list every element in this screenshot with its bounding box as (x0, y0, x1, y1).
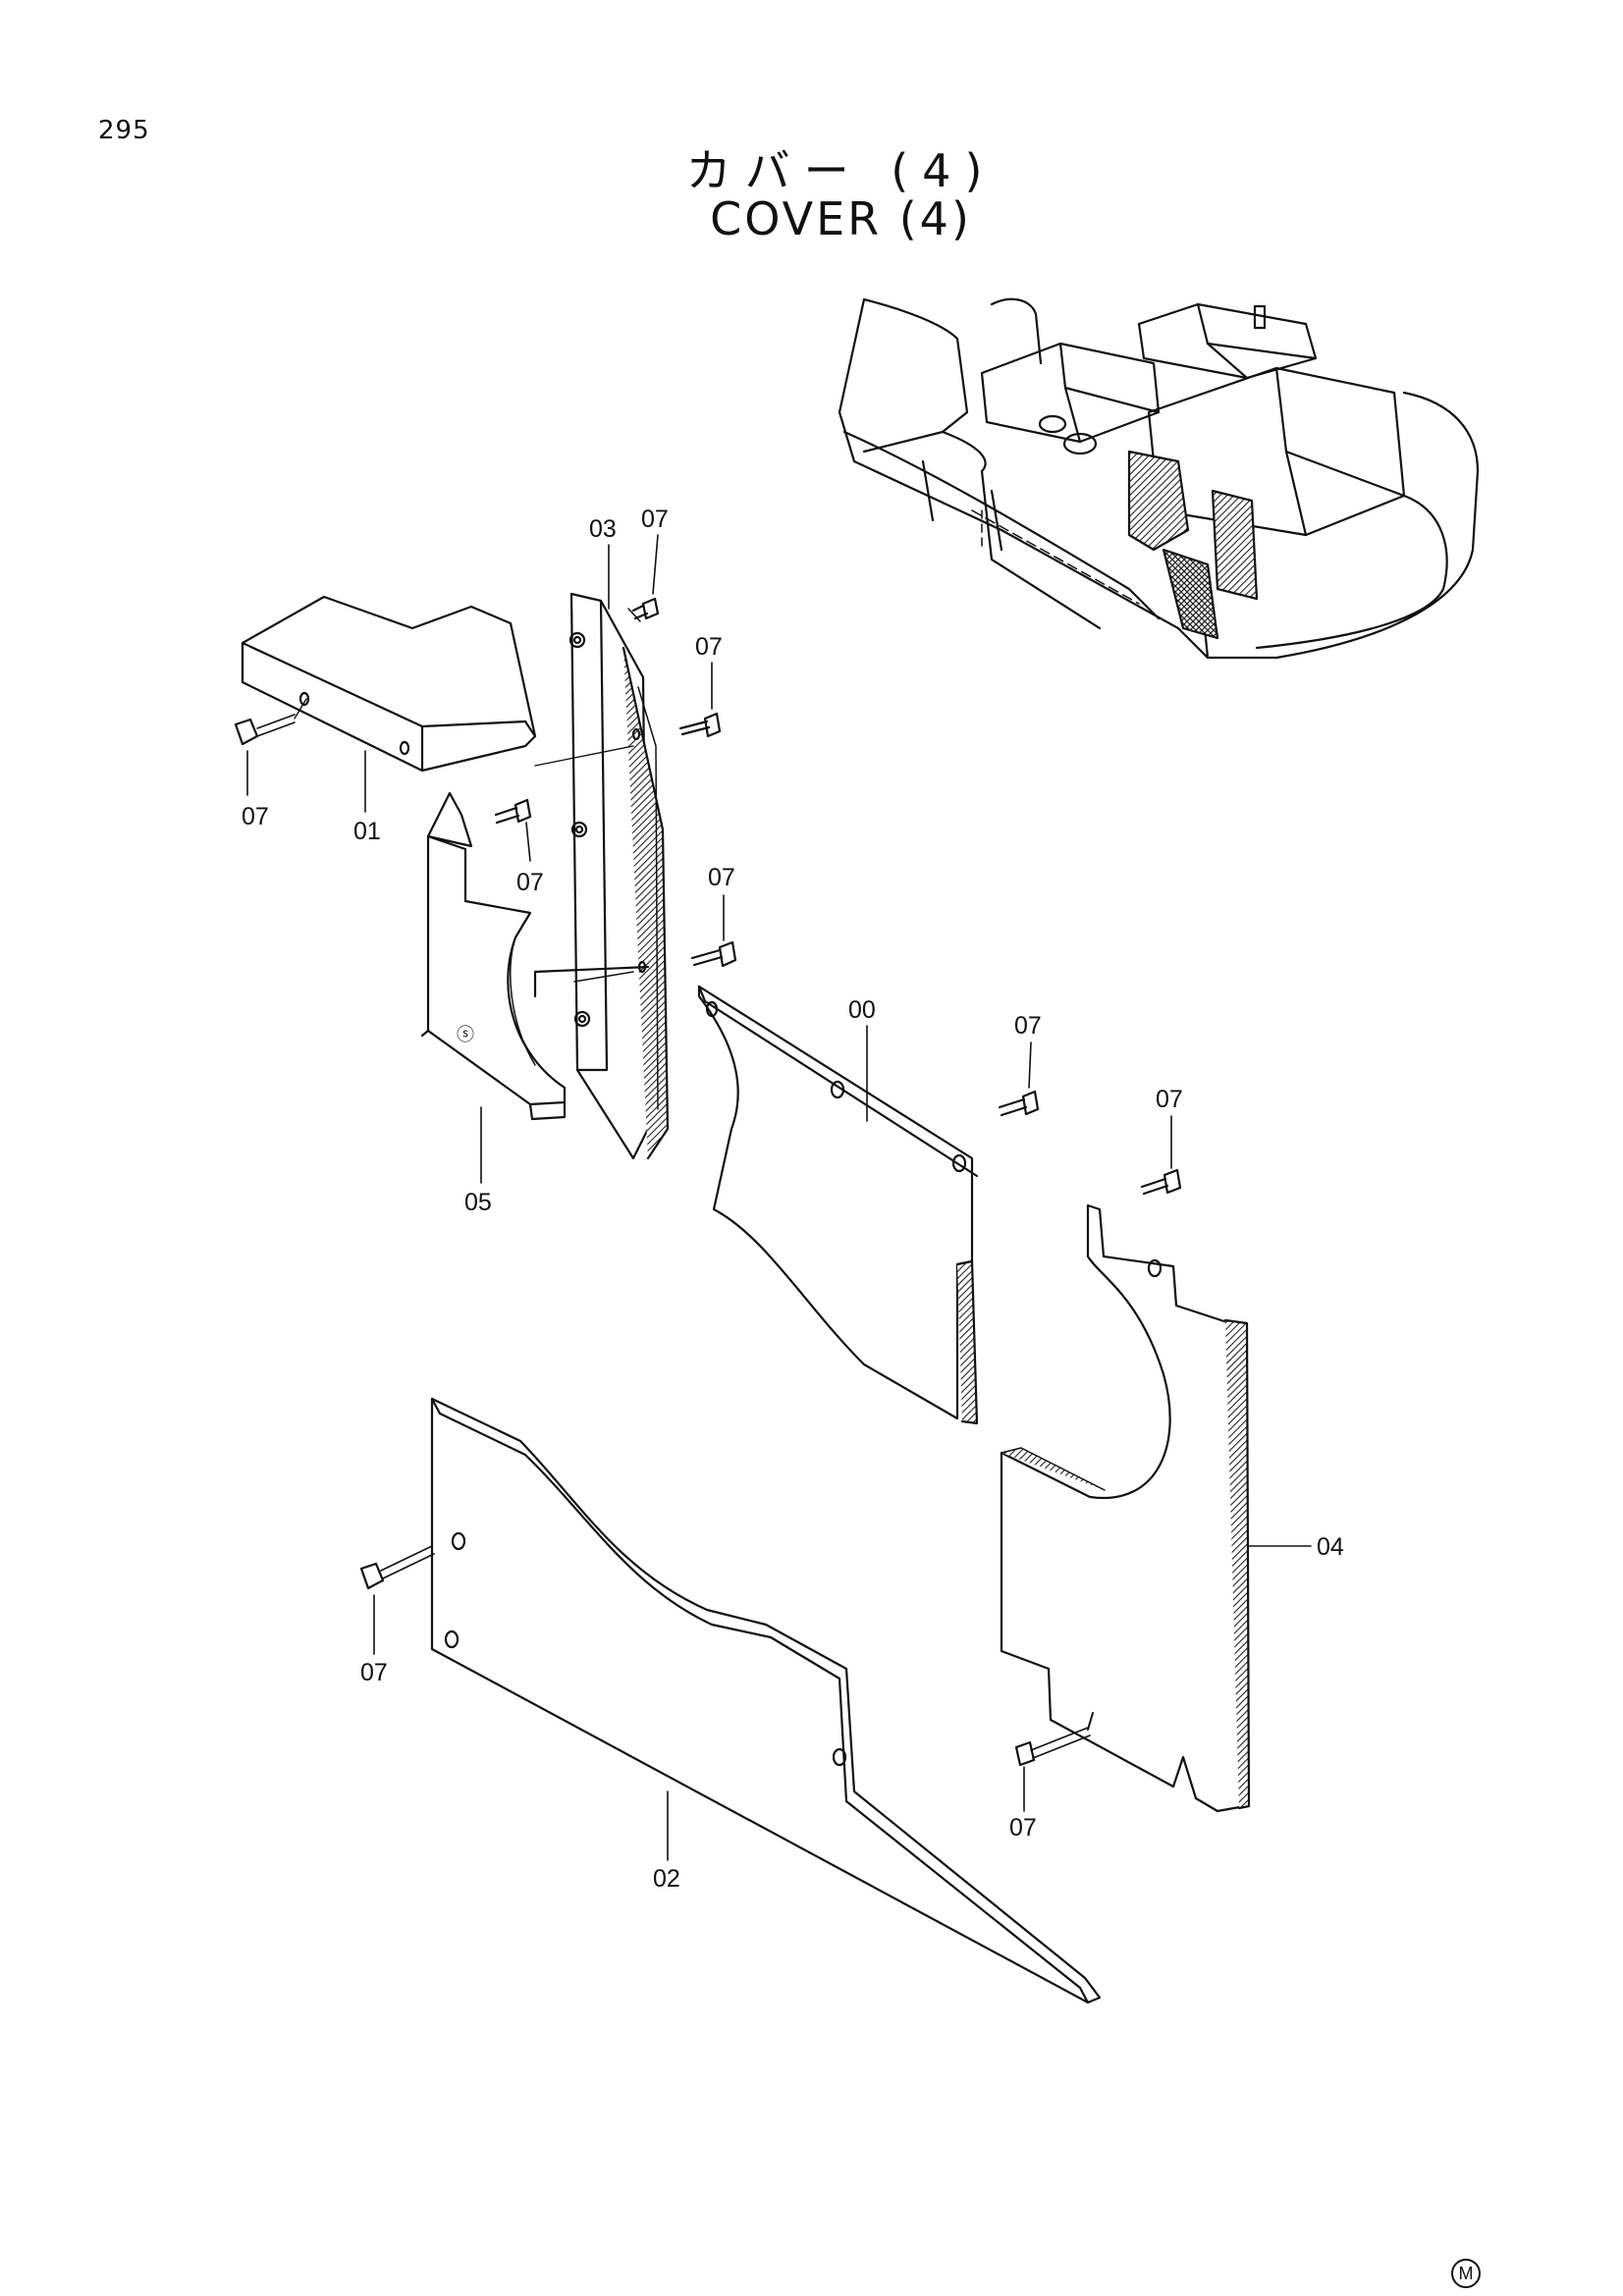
bolt-07-b (678, 712, 722, 738)
label-part-07-c: 07 (242, 803, 269, 830)
label-part-03: 03 (589, 515, 617, 543)
label-part-07-h: 07 (360, 1659, 388, 1686)
bolt-07-e (690, 940, 737, 968)
bolt-07-g (1140, 1168, 1182, 1196)
label-part-02: 02 (653, 1865, 680, 1893)
assembly-guide-lines (294, 698, 634, 983)
manufacturer-mark: M (1451, 2259, 1481, 2288)
bolt-07-i (1014, 1727, 1091, 1767)
part-02-bottom-panel (430, 1397, 1102, 2004)
label-part-05: 05 (464, 1189, 492, 1216)
page-title-english: COVER (4) (710, 192, 972, 245)
label-part-00: 00 (848, 996, 876, 1024)
page-number: 295 (98, 116, 150, 145)
page-title-japanese: カバー (4) (685, 144, 997, 197)
part-01-upper-bracket (241, 595, 537, 773)
label-part-07-g: 07 (1156, 1086, 1183, 1113)
bolt-07-f (998, 1090, 1040, 1117)
part-00-middle-panel (697, 985, 979, 1425)
bolt-07-d (494, 798, 532, 825)
label-part-07-i: 07 (1009, 1814, 1037, 1842)
bolt-07-a (627, 597, 660, 622)
bolt-07-c (234, 714, 296, 746)
machine-overview-illustration (838, 297, 1480, 660)
label-part-01: 01 (353, 818, 381, 845)
part-03-vertical-panel (568, 592, 670, 1160)
label-part-07-f: 07 (1014, 1012, 1042, 1040)
part-05-left-panel: ⓢ (420, 791, 650, 1121)
bolt-07-h (359, 1545, 435, 1590)
label-part-07-e: 07 (708, 864, 735, 891)
label-part-07-a: 07 (641, 506, 669, 533)
label-part-04: 04 (1317, 1533, 1344, 1561)
part-04-right-panel (1000, 1203, 1251, 1813)
label-part-07-d: 07 (516, 869, 544, 896)
label-part-07-b: 07 (695, 633, 723, 661)
part-05-stamp-mark: ⓢ (457, 1025, 474, 1044)
leader-lines (246, 534, 1312, 1861)
